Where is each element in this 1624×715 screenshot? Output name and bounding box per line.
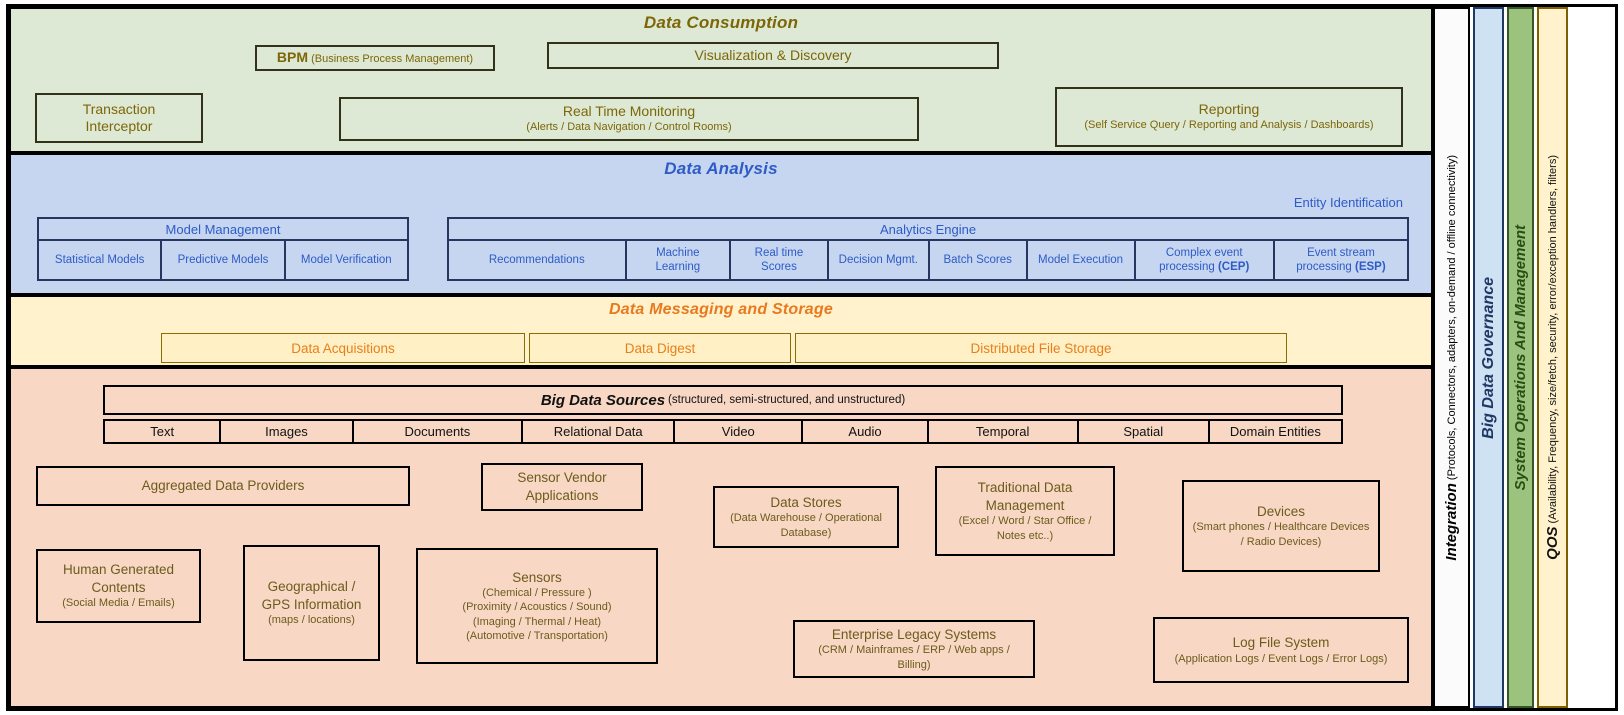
reporting-title: Reporting — [1198, 101, 1260, 118]
devices-title: Devices — [1256, 503, 1305, 519]
type-cell-video: Video — [675, 421, 804, 442]
strip-big-data-governance: Big Data Governance — [1473, 7, 1504, 708]
band-big-data-sources: Big Data Sources (structured, semi-struc… — [9, 367, 1433, 708]
sensors-sub-1: (Chemical / Pressure ) — [482, 587, 592, 600]
visualization-discovery-label: Visualization & Discovery — [694, 46, 852, 63]
visualization-discovery-box: Visualization & Discovery — [547, 42, 999, 69]
model-management-header: Model Management — [39, 219, 407, 241]
data-analysis-title: Data Analysis — [664, 159, 778, 178]
transaction-interceptor-box: Transaction Interceptor — [35, 93, 203, 143]
real-time-monitoring-sub: (Alerts / Data Navigation / Control Room… — [526, 120, 732, 133]
transaction-interceptor-label: Transaction Interceptor — [82, 100, 156, 135]
analytics-cell-recommendations: Recommendations — [449, 241, 627, 279]
analytics-cell-model-execution: Model Execution — [1028, 241, 1136, 279]
sensors-box: Sensors (Chemical / Pressure ) (Proximit… — [416, 548, 658, 664]
integration-label: Integration (Protocols, Connectors, adap… — [1442, 154, 1460, 561]
type-cell-text: Text — [105, 421, 222, 442]
type-cell-audio: Audio — [803, 421, 929, 442]
traditional-data-management-title: Traditional Data Management — [977, 480, 1073, 513]
devices-sub: (Smart phones / Healthcare Devices / Rad… — [1192, 521, 1370, 548]
real-time-monitoring-box: Real Time Monitoring (Alerts / Data Navi… — [339, 97, 919, 141]
model-cell-statistical: Statistical Models — [39, 241, 163, 279]
human-generated-contents-box: Human Generated Contents (Social Media /… — [36, 549, 201, 623]
reporting-box: Reporting (Self Service Query / Reportin… — [1055, 87, 1403, 147]
model-management-body: Statistical Models Predictive Models Mod… — [39, 241, 407, 279]
strip-qos: QOS (Availability, Frequency, size/fetch… — [1537, 7, 1568, 708]
band-data-analysis: Data Analysis Entity Identification Mode… — [9, 153, 1433, 295]
diagram-frame: Data Consumption BPM (Business Process M… — [6, 4, 1618, 711]
enterprise-legacy-systems-sub: (CRM / Mainframes / ERP / Web apps / Bil… — [818, 644, 1010, 671]
big-data-sources-header: Big Data Sources (structured, semi-struc… — [103, 385, 1343, 415]
band-data-consumption: Data Consumption BPM (Business Process M… — [9, 7, 1433, 153]
analytics-engine-body: Recommendations Machine Learning Real ti… — [449, 241, 1407, 279]
human-generated-contents-title: Human Generated Contents — [62, 562, 175, 595]
big-data-sources-subtitle: (structured, semi-structured, and unstru… — [668, 394, 906, 406]
data-stores-title: Data Stores — [770, 494, 842, 510]
big-data-governance-label: Big Data Governance — [1479, 276, 1497, 439]
source-types-row: Text Images Documents Relational Data Vi… — [103, 419, 1343, 444]
analytics-engine-header: Analytics Engine — [449, 219, 1407, 241]
enterprise-legacy-systems-box: Enterprise Legacy Systems (CRM / Mainfra… — [793, 620, 1035, 678]
sensors-sub-2: (Proximity / Acoustics / Sound) — [462, 601, 612, 614]
analytics-cell-esp: Event stream processing (ESP) — [1296, 246, 1386, 273]
geographical-gps-information-box: Geographical / GPS Information (maps / l… — [243, 545, 380, 661]
sensor-vendor-applications-label: Sensor Vendor Applications — [517, 470, 607, 503]
data-messaging-title: Data Messaging and Storage — [609, 301, 833, 318]
log-file-system-box: Log File System (Application Logs / Even… — [1153, 617, 1409, 683]
geographical-gps-information-sub: (maps / locations) — [268, 614, 355, 627]
traditional-data-management-sub: (Excel / Word / Star Office / Notes etc.… — [958, 515, 1092, 542]
model-management-table: Model Management Statistical Models Pred… — [37, 217, 409, 281]
analytics-cell-decision-mgmt: Decision Mgmt. — [829, 241, 930, 279]
data-stores-box: Data Stores (Data Warehouse / Operationa… — [713, 486, 899, 548]
model-cell-verification: Model Verification — [300, 253, 392, 266]
data-digest-box: Data Digest — [529, 333, 791, 363]
bpm-box: BPM (Business Process Management) — [255, 45, 495, 71]
type-cell-spatial: Spatial — [1079, 421, 1210, 442]
qos-label: QOS (Availability, Frequency, size/fetch… — [1543, 155, 1561, 560]
bpm-label: BPM (Business Process Management) — [276, 49, 474, 66]
sensors-sub-3: (Imaging / Thermal / Heat) — [472, 615, 602, 628]
big-data-sources-title: Big Data Sources — [540, 391, 666, 409]
traditional-data-management-box: Traditional Data Management (Excel / Wor… — [935, 466, 1115, 556]
system-operations-management-label: System Operations And Management — [1512, 224, 1529, 491]
distributed-file-storage-box: Distributed File Storage — [795, 333, 1287, 363]
log-file-system-sub: (Application Logs / Event Logs / Error L… — [1174, 652, 1388, 665]
log-file-system-title: Log File System — [1232, 635, 1330, 651]
analytics-cell-real-time-scores: Real time Scores — [731, 241, 829, 279]
type-cell-documents: Documents — [354, 421, 524, 442]
data-consumption-title: Data Consumption — [643, 13, 799, 32]
model-cell-predictive: Predictive Models — [162, 241, 286, 279]
type-cell-temporal: Temporal — [929, 421, 1079, 442]
type-cell-domain-entities: Domain Entities — [1229, 424, 1321, 439]
analytics-cell-batch-scores: Batch Scores — [930, 241, 1028, 279]
analytics-cell-machine-learning: Machine Learning — [627, 241, 732, 279]
real-time-monitoring-title: Real Time Monitoring — [562, 103, 696, 120]
devices-box: Devices (Smart phones / Healthcare Devic… — [1182, 480, 1380, 572]
type-cell-images: Images — [221, 421, 354, 442]
geographical-gps-information-title: Geographical / GPS Information — [261, 579, 362, 612]
strip-system-operations-management: System Operations And Management — [1507, 7, 1534, 708]
sensor-vendor-applications-box: Sensor Vendor Applications — [481, 463, 643, 511]
data-stores-sub: (Data Warehouse / Operational Database) — [730, 512, 882, 539]
band-data-messaging-storage: Data Messaging and Storage Data Acquisit… — [9, 295, 1433, 367]
aggregated-data-providers-label: Aggregated Data Providers — [141, 478, 305, 494]
aggregated-data-providers-box: Aggregated Data Providers — [36, 466, 410, 506]
data-acquisitions-box: Data Acquisitions — [161, 333, 525, 363]
type-cell-relational-data: Relational Data — [523, 421, 676, 442]
entity-identification-label: Entity Identification — [1293, 195, 1403, 210]
enterprise-legacy-systems-title: Enterprise Legacy Systems — [831, 626, 997, 642]
analytics-engine-table: Analytics Engine Recommendations Machine… — [447, 217, 1409, 281]
strip-integration: Integration (Protocols, Connectors, adap… — [1433, 7, 1470, 708]
analytics-cell-cep: Complex event processing (CEP) — [1136, 241, 1275, 279]
sensors-sub-4: (Automotive / Transportation) — [466, 630, 608, 643]
reporting-sub: (Self Service Query / Reporting and Anal… — [1084, 118, 1374, 131]
human-generated-contents-sub: (Social Media / Emails) — [62, 597, 175, 610]
sensors-title: Sensors — [512, 569, 562, 585]
